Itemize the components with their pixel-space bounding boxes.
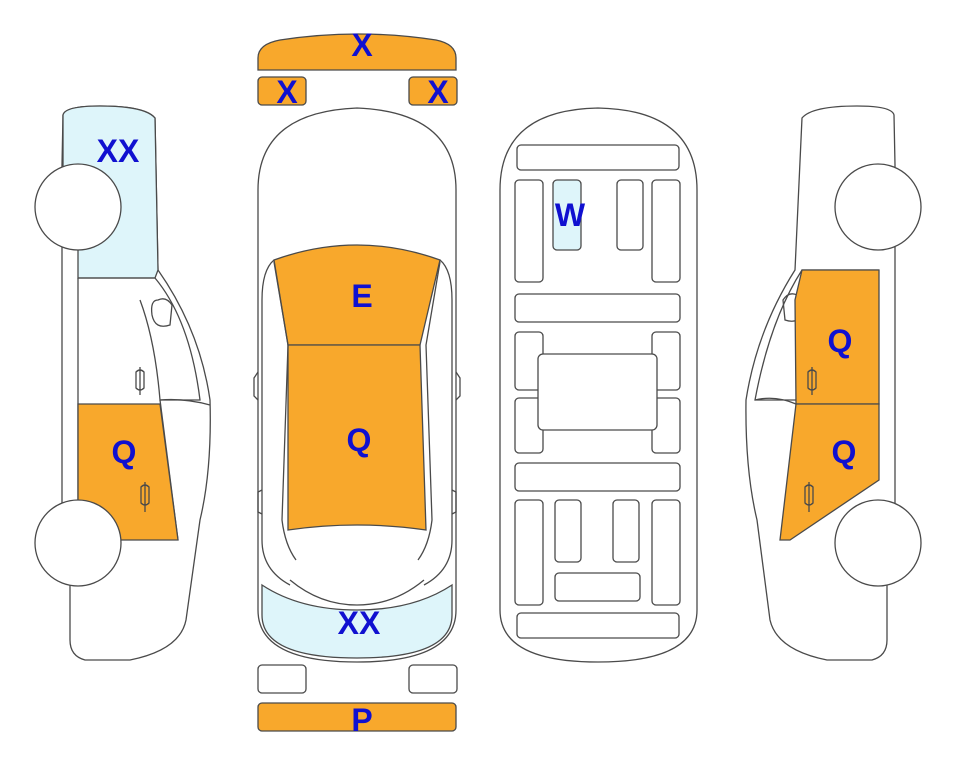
right-beltline [754, 397, 797, 405]
left-side-window-frame [78, 277, 201, 401]
right-side-view: Q Q [745, 105, 922, 661]
right-rear-door-panel[interactable] [779, 403, 880, 541]
rear-window-panel[interactable] [261, 583, 453, 659]
right-side-window-line [417, 261, 441, 561]
left-a-pillar-line [261, 259, 291, 586]
underbody-rear-bar [516, 612, 680, 639]
front-bumper-panel[interactable] [257, 33, 457, 71]
right-headlight-panel[interactable] [408, 76, 458, 106]
underbody-crossmember-2 [514, 462, 681, 492]
left-door-handle-1 [135, 367, 145, 395]
underbody-view: W [499, 107, 698, 663]
right-door-handle-2 [804, 482, 814, 512]
left-mirror [253, 371, 259, 401]
left-side-view: XX Q [34, 105, 211, 661]
underbody-right-front-rail [651, 179, 681, 283]
front-bumper-code: X [351, 27, 373, 63]
underbody-mid-slot [616, 179, 644, 251]
underbody-left-front-rail [514, 179, 544, 283]
right-door-handle-top [451, 489, 457, 515]
rear-bumper-panel[interactable] [257, 702, 457, 732]
right-side-window-frame [754, 269, 879, 401]
rear-window-inner-line [289, 579, 425, 606]
hood-panel[interactable] [273, 244, 441, 346]
top-view: X X X E Q XX P [253, 27, 461, 738]
rear-window-code: XX [338, 605, 381, 641]
right-front-door-code: Q [828, 323, 853, 359]
underbody-rear-slot-right [612, 499, 640, 563]
left-rear-wheel [34, 499, 122, 587]
left-front-wheel [34, 163, 122, 251]
underbody-front-bar [516, 144, 680, 171]
left-beltline [159, 398, 211, 406]
left-mirror-side [150, 298, 173, 327]
left-side-window-line [273, 261, 297, 561]
underbody-rear-slot-left [554, 499, 582, 563]
rear-bumper-code: P [351, 702, 372, 738]
left-door-handle-2 [140, 482, 150, 512]
floor-panel[interactable] [552, 179, 582, 251]
roof-code: Q [347, 422, 372, 458]
right-front-door-panel[interactable] [794, 269, 880, 405]
left-door-handle-top [257, 489, 263, 515]
underbody-crossmember-1 [514, 293, 681, 323]
underbody-left-rear-rail [514, 499, 544, 606]
roof-panel[interactable] [287, 344, 427, 531]
right-taillight [408, 664, 458, 694]
floor-panel-code: W [555, 197, 586, 233]
right-a-pillar-line [423, 259, 453, 586]
right-headlight-code: X [427, 74, 449, 110]
right-rear-wheel [834, 499, 922, 587]
underbody-center-panel [537, 353, 658, 431]
right-mirror [455, 371, 461, 401]
right-front-wheel [834, 163, 922, 251]
left-taillight [257, 664, 307, 694]
left-side-glass-code: XX [97, 133, 140, 169]
hood-code: E [351, 278, 372, 314]
left-headlight-panel[interactable] [257, 76, 307, 106]
right-rear-door-code: Q [832, 434, 857, 470]
right-door-handle-1 [807, 367, 817, 395]
left-rear-door-code: Q [112, 434, 137, 470]
underbody-right-rear-rail [651, 499, 681, 606]
underbody-rear-crossmember [554, 572, 641, 602]
left-headlight-code: X [276, 74, 298, 110]
